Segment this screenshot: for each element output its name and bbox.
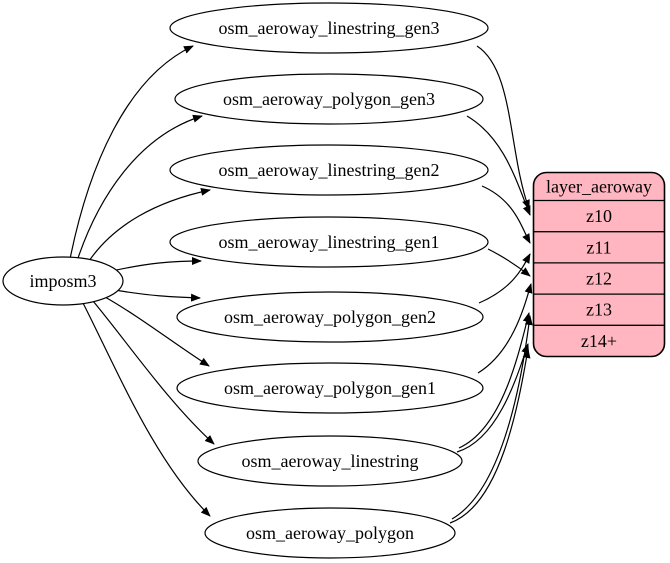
node-label-osm_aeroway_linestring: osm_aeroway_linestring <box>242 451 419 471</box>
node-label-osm_aeroway_polygon_gen1: osm_aeroway_polygon_gen1 <box>224 378 436 398</box>
node-osm_aeroway_polygon_gen3: osm_aeroway_polygon_gen3 <box>174 73 484 125</box>
edge-osm_aeroway_linestring_gen3-to-z10 <box>476 45 530 210</box>
node-ellipse-osm_aeroway_linestring_gen1 <box>169 216 489 268</box>
edge-osm_aeroway_linestring_gen1-to-z12 <box>487 248 531 277</box>
edge-osm_aeroway_polygon_gen2-to-z11 <box>478 253 531 304</box>
layer-row-z11: z11 <box>586 237 611 257</box>
edge-imposm3-to-osm_aeroway_polygon_gen3 <box>76 114 203 262</box>
edge-osm_aeroway_polygon_gen1-to-z12 <box>477 283 533 374</box>
node-osm_aeroway_polygon: osm_aeroway_polygon <box>204 507 456 559</box>
nodes-layer: imposm3 osm_aeroway_linestring_gen3 osm_ae… <box>2 2 489 559</box>
edge-imposm3-to-osm_aeroway_polygon_gen1 <box>104 296 210 367</box>
layer-row-z10: z10 <box>586 206 612 226</box>
node-imposm3: imposm3 <box>2 256 124 306</box>
node-ellipse-osm_aeroway_polygon <box>204 507 456 559</box>
layer-row-z12: z12 <box>586 269 612 289</box>
node-osm_aeroway_polygon_gen2: osm_aeroway_polygon_gen2 <box>176 291 484 343</box>
edge-imposm3-to-osm_aeroway_linestring <box>92 300 215 445</box>
edge-osm_aeroway_linestring-to-z13 <box>458 312 531 449</box>
node-ellipse-osm_aeroway_polygon_gen1 <box>176 362 484 414</box>
node-ellipse-osm_aeroway_linestring_gen3 <box>169 2 489 54</box>
node-label-imposm3: imposm3 <box>29 271 96 291</box>
node-label-osm_aeroway_polygon: osm_aeroway_polygon <box>246 523 414 543</box>
layer-node-group: layer_aeroway z10 z11 z12 z13 z14+ <box>532 171 666 358</box>
node-label-osm_aeroway_linestring_gen1: osm_aeroway_linestring_gen1 <box>219 232 440 252</box>
edge-imposm3-to-osm_aeroway_polygon <box>82 302 211 517</box>
node-osm_aeroway_linestring_gen3: osm_aeroway_linestring_gen3 <box>169 2 489 54</box>
node-ellipse-osm_aeroway_linestring_gen2 <box>169 144 489 196</box>
edge-osm_aeroway_polygon-to-z13 <box>451 315 533 520</box>
node-osm_aeroway_linestring_gen2: osm_aeroway_linestring_gen2 <box>169 144 489 196</box>
node-ellipse-osm_aeroway_polygon_gen2 <box>176 291 484 343</box>
node-label-osm_aeroway_polygon_gen3: osm_aeroway_polygon_gen3 <box>223 89 435 109</box>
edge-imposm3-to-osm_aeroway_linestring_gen2 <box>86 187 211 265</box>
edge-imposm3-to-osm_aeroway_polygon_gen2 <box>114 289 201 302</box>
layer-title: layer_aeroway <box>546 177 652 197</box>
node-osm_aeroway_polygon_gen1: osm_aeroway_polygon_gen1 <box>176 362 484 414</box>
node-label-osm_aeroway_polygon_gen2: osm_aeroway_polygon_gen2 <box>224 307 436 327</box>
edge-imposm3-to-osm_aeroway_linestring_gen3 <box>69 45 194 260</box>
edge-osm_aeroway_polygon_gen3-to-z10 <box>466 115 531 216</box>
edges-layer <box>69 45 533 524</box>
edge-imposm3-to-osm_aeroway_linestring_gen1 <box>111 257 202 272</box>
edge-osm_aeroway_linestring_gen2-to-z11 <box>481 185 531 244</box>
node-osm_aeroway_linestring_gen1: osm_aeroway_linestring_gen1 <box>169 216 489 268</box>
node-ellipse-imposm3 <box>2 256 124 306</box>
layer-row-z13: z13 <box>586 300 612 320</box>
layer-row-z14+: z14+ <box>581 331 617 351</box>
node-label-osm_aeroway_linestring_gen3: osm_aeroway_linestring_gen3 <box>219 18 440 38</box>
node-label-osm_aeroway_linestring_gen2: osm_aeroway_linestring_gen2 <box>219 160 440 180</box>
layer-node-rect <box>532 171 666 358</box>
node-ellipse-osm_aeroway_linestring <box>197 435 463 487</box>
edge-osm_aeroway_polygon-to-z14+ <box>449 348 531 524</box>
node-osm_aeroway_linestring: osm_aeroway_linestring <box>197 435 463 487</box>
node-ellipse-osm_aeroway_polygon_gen3 <box>174 73 484 125</box>
